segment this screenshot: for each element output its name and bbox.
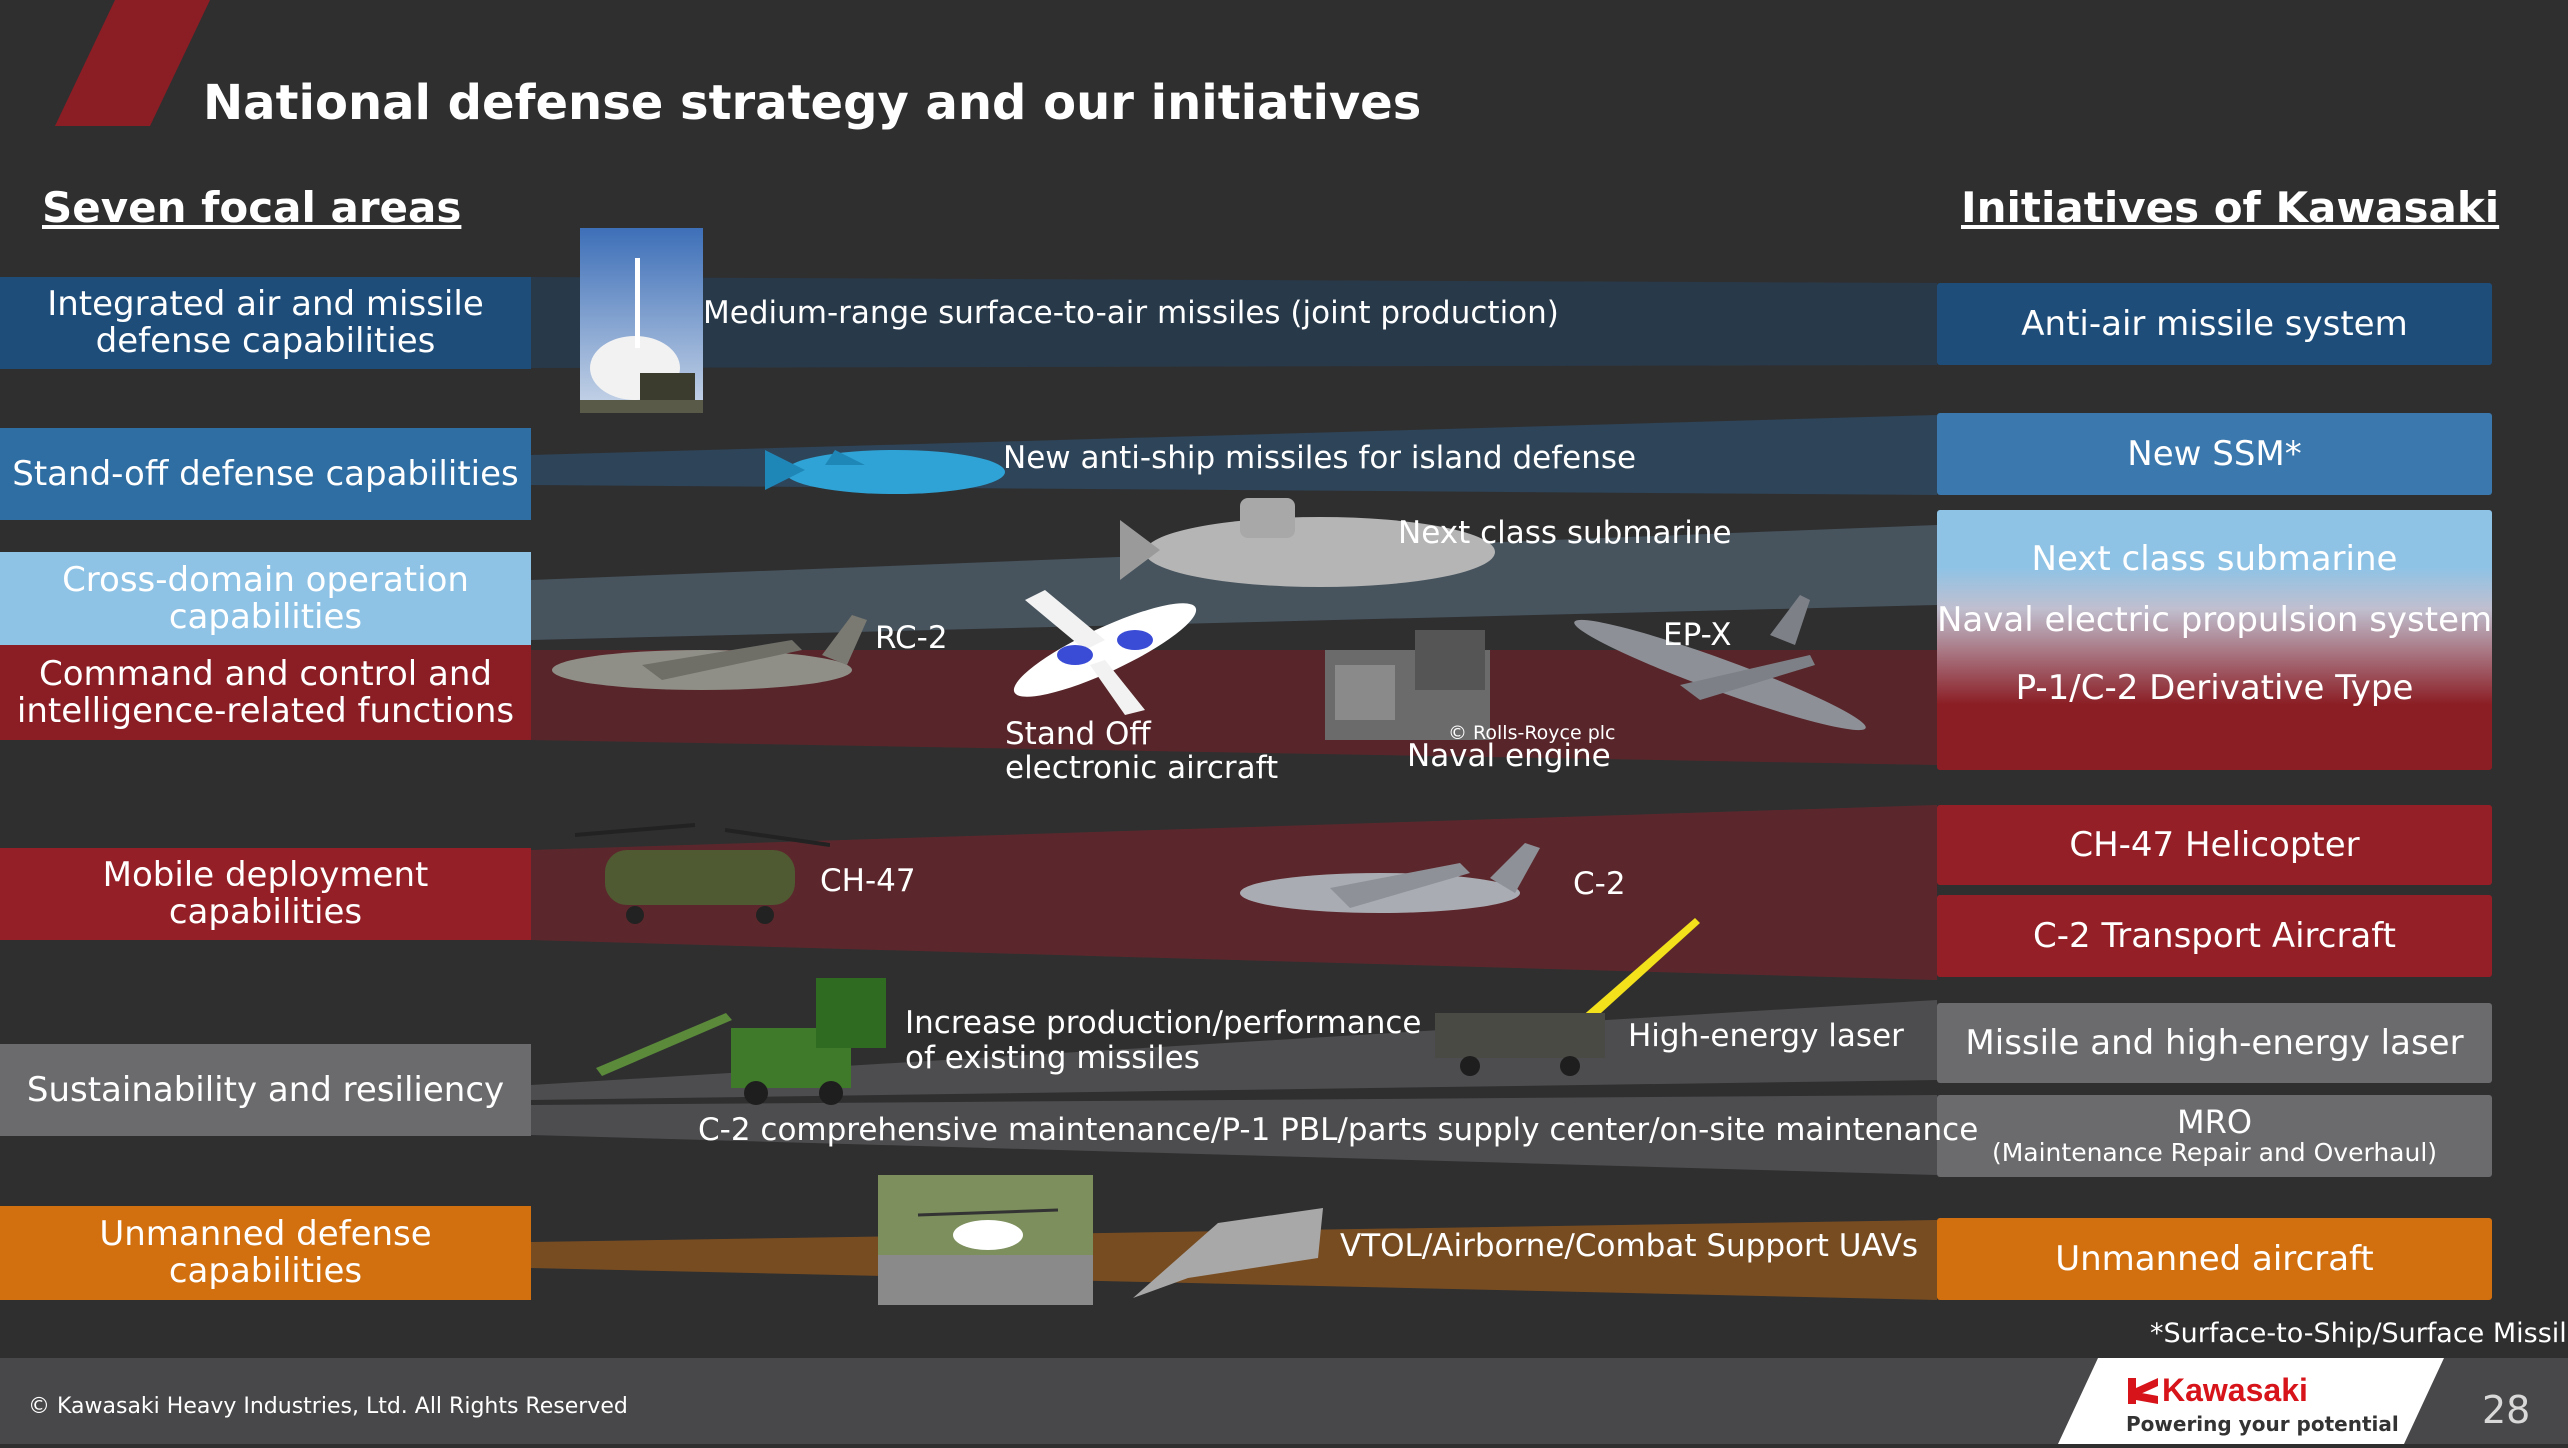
sam-launch-photo xyxy=(580,228,703,413)
mro-sublabel: (Maintenance Repair and Overhaul) xyxy=(1991,1138,2438,1167)
maintenance-label: C-2 comprehensive maintenance/P-1 PBL/pa… xyxy=(698,1112,1979,1148)
band-command xyxy=(531,650,1937,765)
initiative-anti-air-missile: Anti-air missile system xyxy=(1937,283,2492,365)
rc2-label: RC-2 xyxy=(875,620,948,656)
submarine-image xyxy=(1120,498,1495,587)
sam-label: Medium-range surface-to-air missiles (jo… xyxy=(703,295,1559,331)
high-energy-laser-image xyxy=(1435,918,1700,1076)
standoff-label-line2: electronic aircraft xyxy=(1005,750,1279,786)
river-mark-icon xyxy=(2128,1378,2158,1404)
c2-label: C-2 xyxy=(1573,866,1626,902)
logo-tagline: Powering your potential xyxy=(2126,1412,2399,1436)
missiles-label-line2: of existing missiles xyxy=(905,1040,1200,1076)
kawasaki-logo: Kawasaki Powering your potential xyxy=(2058,1358,2444,1444)
initiative-unmanned-aircraft: Unmanned aircraft xyxy=(1937,1218,2492,1300)
initiatives-heading: Initiatives of Kawasaki xyxy=(1961,183,2500,232)
naval-engine-label: Naval engine xyxy=(1407,738,1611,774)
focal-sustainability: Sustainability and resiliency xyxy=(0,1044,531,1136)
logo-background-shape xyxy=(2058,1358,2444,1444)
focal-air-missile-defense: Integrated air and missile defense capab… xyxy=(0,277,531,369)
page-number: 28 xyxy=(2482,1388,2531,1432)
epx-label: EP-X xyxy=(1663,617,1732,653)
band-cross-domain xyxy=(531,525,1937,640)
vtol-uav-photo xyxy=(878,1175,1093,1305)
combat-support-uav-image xyxy=(1133,1208,1323,1298)
copyright-text: © Kawasaki Heavy Industries, Ltd. All Ri… xyxy=(28,1394,628,1419)
initiative-c2-transport: C-2 Transport Aircraft xyxy=(1937,895,2492,977)
initiative-naval-electric-propulsion: Naval electric propulsion system xyxy=(1937,600,2493,640)
epx-aircraft-image xyxy=(1574,595,1866,731)
missile-launcher-image xyxy=(596,978,886,1105)
mro-label: MRO xyxy=(2176,1103,2253,1141)
c2-aircraft-image xyxy=(1240,843,1540,913)
submarine-label: Next class submarine xyxy=(1398,515,1732,551)
laser-label: High-energy laser xyxy=(1628,1018,1904,1054)
ssm-footnote: *Surface-to-Ship/Surface Missile xyxy=(2150,1318,2568,1349)
rc2-aircraft-image xyxy=(552,615,867,690)
logo-brand: Kawasaki xyxy=(2162,1372,2308,1408)
anti-ship-missile-image xyxy=(765,450,1005,494)
focal-standoff-defense: Stand-off defense capabilities xyxy=(0,428,531,520)
band-air-missile xyxy=(531,277,1937,368)
band-sustainability-mro xyxy=(531,1095,1937,1175)
focal-cross-domain: Cross-domain operation capabilities xyxy=(0,552,531,645)
rolls-royce-credit: © Rolls-Royce plc xyxy=(1448,722,1616,744)
standoff-electronic-aircraft-image xyxy=(1013,590,1197,715)
initiative-mro: MRO (Maintenance Repair and Overhaul) xyxy=(1937,1095,2492,1177)
ch47-label: CH-47 xyxy=(820,863,916,899)
naval-engine-image xyxy=(1325,630,1490,740)
focal-mobile-deployment: Mobile deployment capabilities xyxy=(0,848,531,940)
initiative-new-ssm: New SSM* xyxy=(1937,413,2492,495)
page-title: National defense strategy and our initia… xyxy=(203,75,1422,131)
initiative-missile-laser: Missile and high-energy laser xyxy=(1937,1003,2492,1083)
brand-accent-slash xyxy=(55,0,210,126)
missiles-label-line1: Increase production/performance xyxy=(905,1005,1422,1041)
band-mobile xyxy=(531,805,1937,980)
anti-ship-missile-label: New anti-ship missiles for island defens… xyxy=(1003,440,1637,476)
standoff-label-line1: Stand Off xyxy=(1005,716,1151,752)
uav-label: VTOL/Airborne/Combat Support UAVs xyxy=(1340,1228,1918,1264)
initiative-next-class-submarine: Next class submarine xyxy=(2031,539,2398,579)
seven-focal-areas-heading: Seven focal areas xyxy=(42,183,462,232)
ch47-helicopter-image xyxy=(575,823,830,924)
initiative-p1-c2-derivative: P-1/C-2 Derivative Type xyxy=(2015,668,2414,708)
focal-command-control: Command and control and intelligence-rel… xyxy=(0,645,531,740)
focal-unmanned: Unmanned defense capabilities xyxy=(0,1206,531,1300)
initiative-submarine-group xyxy=(1937,510,2492,770)
initiative-ch47-helicopter: CH-47 Helicopter xyxy=(1937,805,2492,885)
